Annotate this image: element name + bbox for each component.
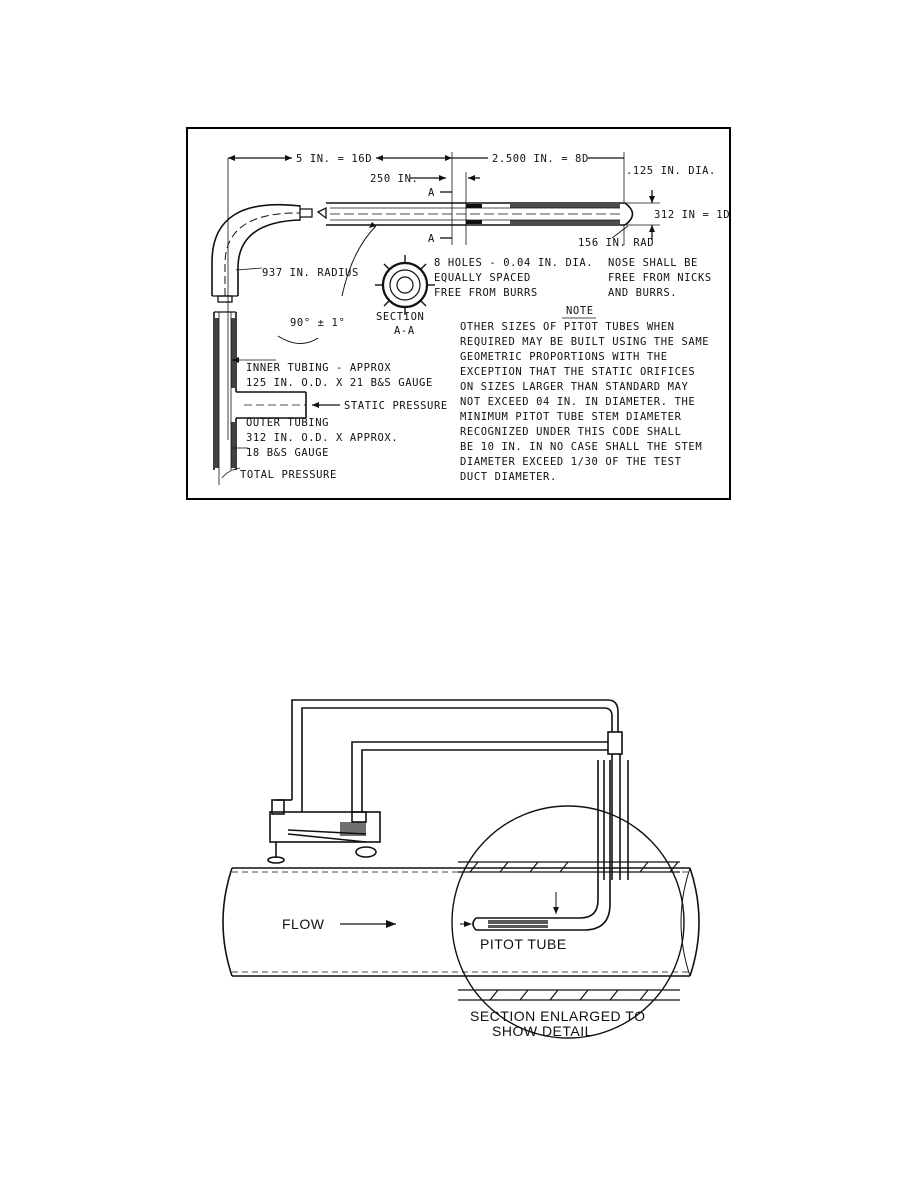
dim-250in-label: 250 IN. xyxy=(370,173,418,185)
note-line: NOT EXCEED 04 IN. IN DIAMETER. THE xyxy=(460,396,695,408)
caption-line-2: SHOW DETAIL xyxy=(492,1023,593,1039)
dim-312-label: 312 IN = 1D xyxy=(654,209,730,221)
note-title: NOTE xyxy=(566,305,594,317)
outer-tubing-line-3: 18 B&S GAUGE xyxy=(246,447,329,459)
nose-line-2: FREE FROM NICKS xyxy=(608,272,712,284)
pitot-tube-label: PITOT TUBE xyxy=(480,936,567,952)
section-title: SECTION xyxy=(376,311,424,323)
flow-label: FLOW xyxy=(282,916,325,932)
note-line: DIAMETER EXCEED 1/30 OF THE TEST xyxy=(460,456,682,468)
static-pressure-label: STATIC PRESSURE xyxy=(344,400,448,412)
section-mark-top: A xyxy=(428,187,435,199)
note-line: RECOGNIZED UNDER THIS CODE SHALL xyxy=(460,426,682,438)
outer-tubing-line-1: OUTER TUBING xyxy=(246,417,329,429)
holes-line-2: EQUALLY SPACED xyxy=(434,272,531,284)
dim-5in-label: 5 IN. = 16D xyxy=(296,153,372,165)
note-line: OTHER SIZES OF PITOT TUBES WHEN xyxy=(460,321,675,333)
note-line: ON SIZES LARGER THAN STANDARD MAY xyxy=(460,381,688,393)
nose-line-3: AND BURRS. xyxy=(608,287,677,299)
total-pressure-label: TOTAL PRESSURE xyxy=(240,469,337,481)
dim-2500in-label: 2.500 IN. = 8D xyxy=(492,153,589,165)
note-body: OTHER SIZES OF PITOT TUBES WHEN REQUIRED… xyxy=(460,321,709,483)
pitot-tube-installation-diagram: FLOW PITOT TUBE SECTION ENLARGED TO SHOW… xyxy=(222,699,700,1039)
note-line: REQUIRED MAY BE BUILT USING THE SAME xyxy=(460,336,709,348)
inner-tubing-line-2: 125 IN. O.D. X 21 B&S GAUGE xyxy=(246,377,433,389)
radius-label: 937 IN. RADIUS xyxy=(262,267,359,279)
holes-line-1: 8 HOLES - 0.04 IN. DIA. xyxy=(434,257,593,269)
outer-tubing-line-2: 312 IN. O.D. X APPROX. xyxy=(246,432,398,444)
note-line: MINIMUM PITOT TUBE STEM DIAMETER xyxy=(460,411,682,423)
holes-line-3: FREE FROM BURRS xyxy=(434,287,538,299)
figure-1-frame xyxy=(186,127,731,500)
note-line: GEOMETRIC PROPORTIONS WITH THE xyxy=(460,351,668,363)
caption-line-1: SECTION ENLARGED TO xyxy=(470,1008,645,1024)
note-line: EXCEPTION THAT THE STATIC ORIFICES xyxy=(460,366,695,378)
nose-line-1: NOSE SHALL BE xyxy=(608,257,698,269)
pitot-tube-spec-diagram: 5 IN. = 16D 2.500 IN. = 8D 250 IN. .125 … xyxy=(211,152,730,485)
section-sub: A-A xyxy=(394,325,415,337)
dim-156rad-label: 156 IN. RAD xyxy=(578,237,654,249)
note-line: BE 10 IN. IN NO CASE SHALL THE STEM xyxy=(460,441,702,453)
inner-tubing-line-1: INNER TUBING - APPROX xyxy=(246,362,391,374)
note-line: DUCT DIAMETER. xyxy=(460,471,557,483)
angle-label: 90° ± 1° xyxy=(290,317,345,329)
dim-125dia-label: .125 IN. DIA. xyxy=(626,165,716,177)
section-mark-bottom: A xyxy=(428,233,435,245)
